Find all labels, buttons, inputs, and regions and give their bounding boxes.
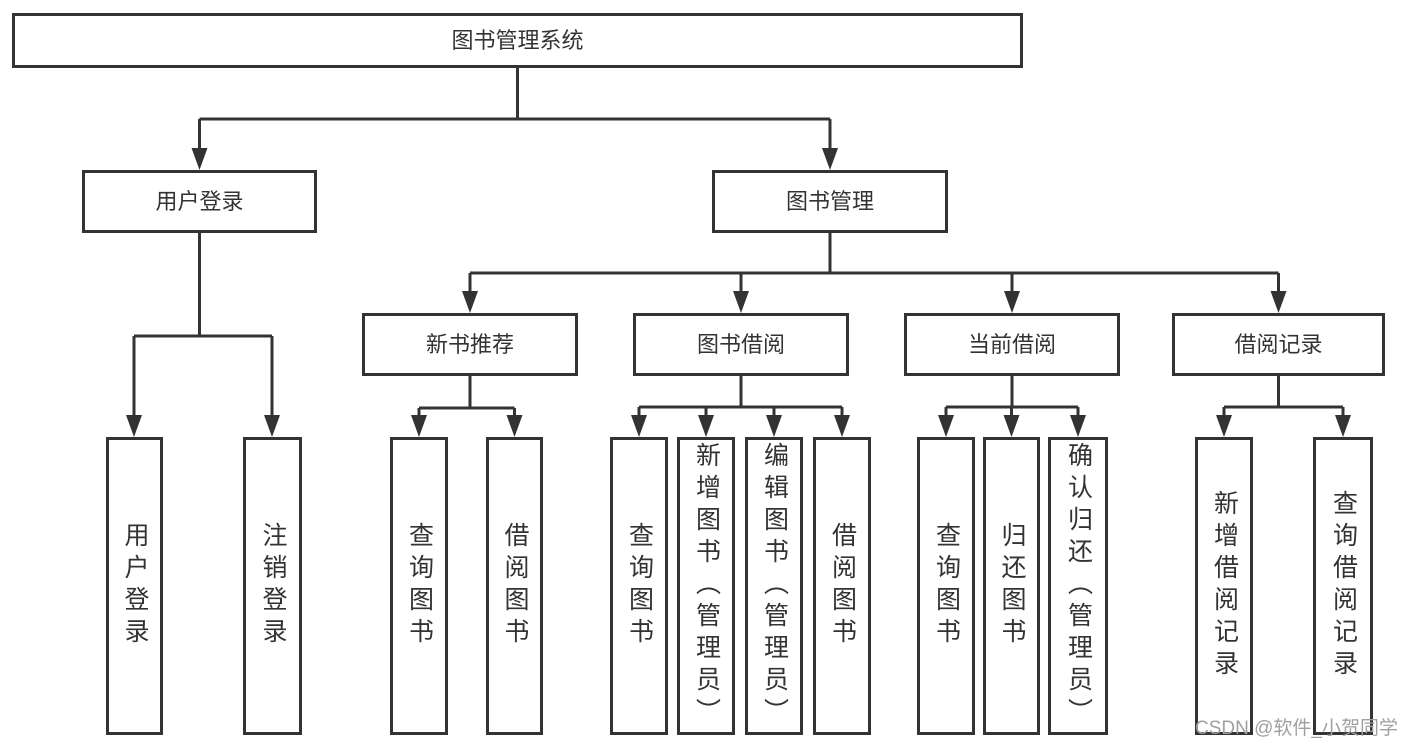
leaf-current-query-books: 查询图书 <box>917 437 975 735</box>
leaf-recommend-query-books: 查询图书 <box>390 437 448 735</box>
connector-recommend-children <box>417 376 516 419</box>
leaf-return-books: 归还图书 <box>983 437 1040 735</box>
leaf-logout-label: 注销登录 <box>259 522 287 650</box>
leaf-edit-book-admin-label: 编辑图书（管理员） <box>760 442 789 730</box>
leaf-query-borrow-record: 查询借阅记录 <box>1313 437 1373 735</box>
leaf-return-books-label: 归还图书 <box>998 522 1026 650</box>
leaf-user-login: 用户登录 <box>106 437 163 735</box>
connector-current-children <box>944 376 1080 419</box>
box-user-login: 用户登录 <box>82 170 317 233</box>
leaf-borrow-query-books: 查询图书 <box>610 437 668 735</box>
leaf-confirm-return-admin-label: 确认归还（管理员） <box>1064 442 1093 730</box>
box-borrow-records: 借阅记录 <box>1172 313 1385 376</box>
connector-book-mgmt-to-level3 <box>468 233 1280 295</box>
box-new-book-recommend: 新书推荐 <box>362 313 578 376</box>
arrowheads <box>126 148 1351 437</box>
leaf-borrow-borrow-books-label: 借阅图书 <box>828 522 857 650</box>
leaf-add-borrow-record: 新增借阅记录 <box>1195 437 1253 735</box>
connector-root-to-level2 <box>198 68 832 152</box>
leaf-recommend-query-books-label: 查询图书 <box>405 522 434 650</box>
leaf-add-book-admin-label: 新增图书（管理员） <box>692 442 721 730</box>
leaf-recommend-borrow-books-label: 借阅图书 <box>501 522 529 650</box>
box-book-borrow: 图书借阅 <box>633 313 849 376</box>
leaf-add-book-admin: 新增图书（管理员） <box>677 437 735 735</box>
leaf-current-query-books-label: 查询图书 <box>932 522 961 650</box>
leaf-recommend-borrow-books: 借阅图书 <box>486 437 543 735</box>
leaf-confirm-return-admin: 确认归还（管理员） <box>1048 437 1108 735</box>
box-library-management-system: 图书管理系统 <box>12 13 1023 68</box>
leaf-borrow-borrow-books: 借阅图书 <box>813 437 871 735</box>
leaf-edit-book-admin: 编辑图书（管理员） <box>745 437 803 735</box>
leaf-logout: 注销登录 <box>243 437 302 735</box>
leaf-add-borrow-record-label: 新增借阅记录 <box>1210 490 1239 682</box>
leaf-user-login-label: 用户登录 <box>121 522 149 650</box>
csdn-watermark: CSDN @软件_小贺同学 <box>1195 718 1398 739</box>
connector-user-login-children <box>132 233 274 419</box>
connector-records-children <box>1222 376 1345 419</box>
box-current-borrow: 当前借阅 <box>904 313 1120 376</box>
leaf-query-borrow-record-label: 查询借阅记录 <box>1329 490 1358 682</box>
leaf-borrow-query-books-label: 查询图书 <box>625 522 654 650</box>
connector-borrow-children <box>637 376 844 419</box>
box-book-management: 图书管理 <box>712 170 948 233</box>
